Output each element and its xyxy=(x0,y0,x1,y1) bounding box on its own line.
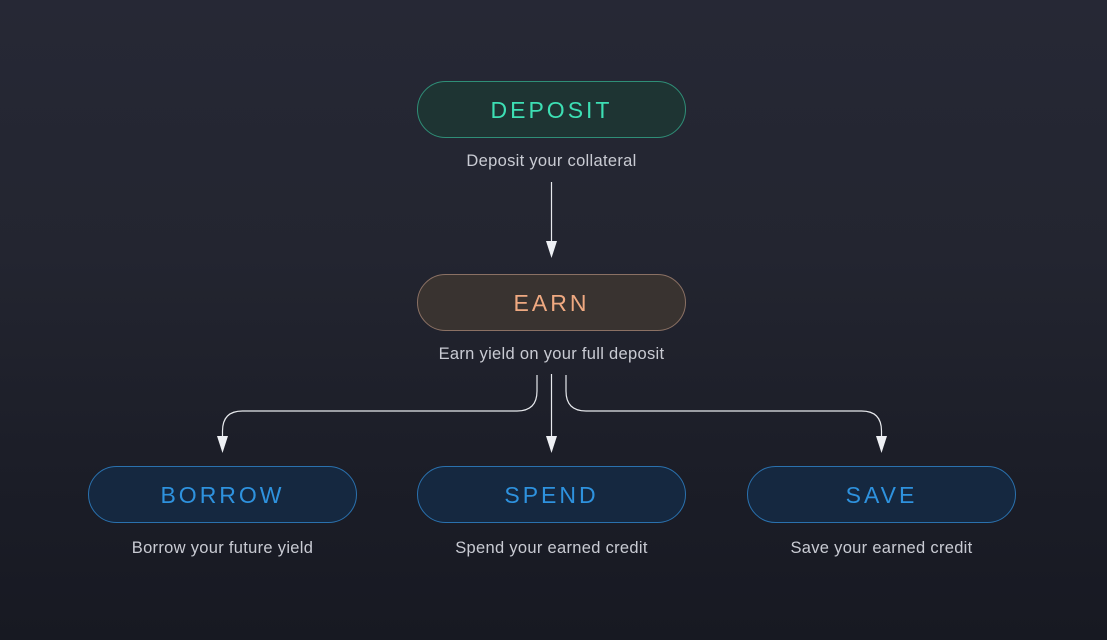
deposit-button[interactable]: DEPOSIT xyxy=(417,81,686,138)
connector-earn-borrow xyxy=(221,375,538,436)
borrow-button[interactable]: BORROW xyxy=(88,466,357,523)
deposit-caption: Deposit your collateral xyxy=(466,152,637,170)
arrowhead-earn xyxy=(546,241,557,258)
save-caption: Save your earned credit xyxy=(790,539,973,557)
arrowhead-borrow xyxy=(217,436,228,453)
borrow-caption: Borrow your future yield xyxy=(131,539,314,557)
save-button[interactable]: SAVE xyxy=(747,466,1016,523)
spend-button[interactable]: SPEND xyxy=(417,466,686,523)
spend-caption: Spend your earned credit xyxy=(455,539,648,557)
earn-caption: Earn yield on your full deposit xyxy=(438,345,665,363)
arrowhead-spend xyxy=(546,436,557,453)
connector-earn-save xyxy=(565,375,883,436)
earn-button[interactable]: EARN xyxy=(417,274,686,331)
arrowhead-save xyxy=(876,436,887,453)
